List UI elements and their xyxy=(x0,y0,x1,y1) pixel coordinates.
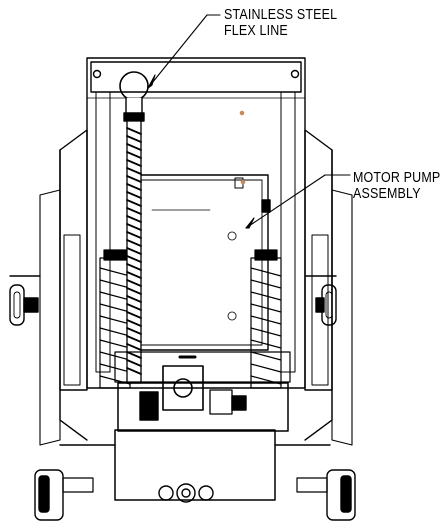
motor-pump-housing xyxy=(127,110,271,351)
base-and-wheels xyxy=(34,429,356,521)
motor-pump-callout: MOTOR PUMP ASSEMBLY xyxy=(353,170,440,202)
flex-line-hose xyxy=(119,71,149,384)
side-handles xyxy=(9,275,337,326)
side-housings xyxy=(39,129,353,446)
motor-pump-label-line2: ASSEMBLY xyxy=(353,186,421,202)
upper-frame xyxy=(86,57,306,389)
leader-lines xyxy=(147,14,351,229)
flex-line-callout: STAINLESS STEEL FLEX LINE xyxy=(224,7,337,39)
right-spring xyxy=(250,249,282,389)
flex-line-label-line1: STAINLESS STEEL xyxy=(224,7,338,23)
motor-pump-label-line1: MOTOR PUMP xyxy=(353,170,441,186)
flex-line-label-line2: FLEX LINE xyxy=(224,23,288,39)
manifold-valve xyxy=(114,351,291,432)
